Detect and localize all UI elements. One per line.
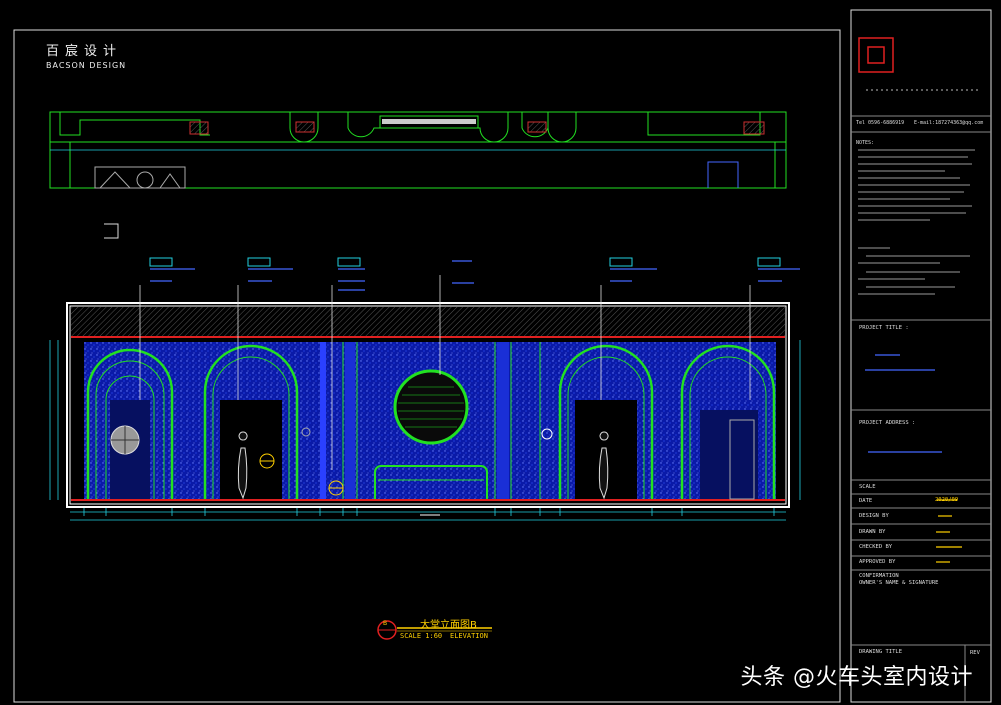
email: E-mail:187274363@qq.com — [914, 120, 984, 126]
figure-left — [237, 431, 248, 500]
elevation-frame — [66, 302, 790, 508]
arch-group — [86, 344, 776, 499]
date-value: 2020/09 — [935, 497, 959, 503]
brand-en: BACSON DESIGN — [46, 61, 127, 70]
tel: Tel 0596-6886919 — [856, 120, 905, 126]
project-address-label: PROJECT ADDRESS : — [859, 420, 916, 426]
owner-label-1: CONFIRMATION — [859, 573, 899, 579]
checked-by-label: CHECKED BY — [859, 544, 893, 550]
caption-number: B — [383, 620, 388, 627]
brand-cn: 百宸设计 — [46, 44, 123, 59]
title-block-frame — [850, 9, 992, 703]
round-mirror — [393, 369, 469, 445]
date-label: DATE — [859, 498, 873, 504]
caption-scale: SCALE 1:60 — [400, 632, 443, 640]
watermark: 头条 @火车头室内设计 — [740, 665, 973, 690]
project-title-label: PROJECT TITLE : — [859, 325, 909, 331]
drawn-by-label: DRAWN BY — [859, 529, 886, 535]
caption-elevation: ELEVATION — [450, 632, 488, 640]
sofa — [374, 465, 488, 499]
scale-label: SCALE — [859, 484, 876, 490]
notes-title: NOTES: — [856, 140, 875, 146]
figure-right — [598, 431, 609, 500]
approved-by-label: APPROVED BY — [859, 559, 896, 565]
drawing-title-label: DRAWING TITLE — [859, 649, 903, 655]
rev-label: REV — [970, 650, 980, 656]
ceiling-band — [71, 307, 785, 337]
owner-label-2: OWNER'S NAME & SIGNATURE — [859, 580, 939, 586]
logo-box — [858, 37, 894, 73]
caption-title: 大堂立面图B — [420, 620, 477, 631]
sheet-frame — [13, 29, 841, 703]
design-by-label: DESIGN BY — [859, 513, 889, 519]
